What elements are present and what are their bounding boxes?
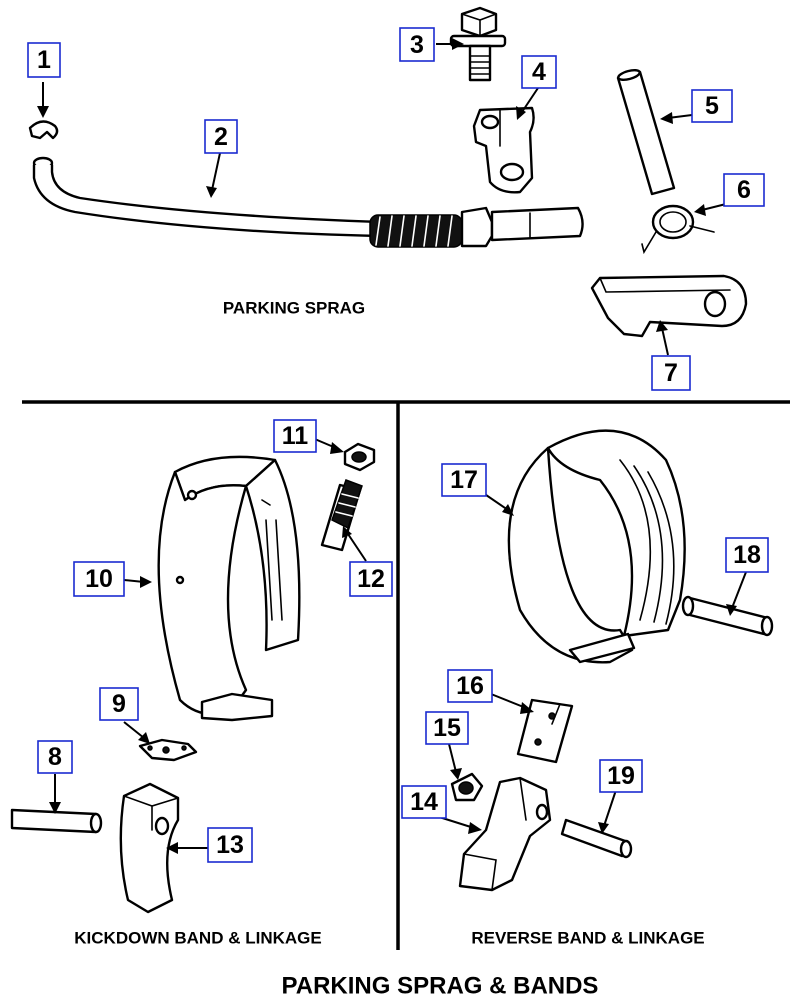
part-19-pin [560, 818, 633, 859]
svg-text:14: 14 [410, 788, 438, 816]
callout-5: 5 [691, 89, 733, 123]
svg-text:11: 11 [282, 422, 309, 450]
callouts: 1 2 3 4 5 6 7 8 9 10 11 12 13 14 15 16 1… [27, 27, 769, 863]
callout-10: 10 [73, 561, 125, 597]
callout-15: 15 [425, 711, 469, 745]
part-8-pin [10, 808, 103, 834]
part-4-bracket [472, 106, 535, 194]
leader-arrows [37, 38, 747, 854]
part-15-bushing [450, 772, 484, 802]
rod-spring [369, 214, 463, 248]
svg-text:9: 9 [112, 690, 126, 718]
callout-18: 18 [725, 537, 769, 573]
page-title: PARKING SPRAG & BANDS [282, 973, 599, 1000]
caption-reverse: REVERSE BAND & LINKAGE [471, 929, 704, 948]
svg-text:15: 15 [433, 714, 461, 742]
svg-text:13: 13 [216, 831, 244, 859]
callout-12: 12 [349, 561, 393, 597]
part-14-reverse-lever [458, 776, 552, 892]
callout-1: 1 [27, 42, 61, 78]
svg-text:2: 2 [214, 123, 228, 151]
part-11-nut [343, 442, 376, 472]
part-3-bolt [449, 6, 507, 82]
part-2-sprag-rod [32, 156, 584, 248]
svg-text:16: 16 [456, 672, 484, 700]
callout-3: 3 [399, 27, 435, 62]
part-12-adjusting-screw [320, 479, 363, 552]
callout-8: 8 [37, 740, 73, 774]
svg-text:1: 1 [37, 46, 51, 74]
svg-text:18: 18 [733, 541, 761, 569]
svg-text:7: 7 [664, 359, 678, 387]
svg-text:12: 12 [357, 565, 385, 593]
part-6-spring [641, 204, 715, 255]
part-9-strut [138, 738, 198, 762]
callout-7: 7 [651, 355, 691, 391]
svg-text:8: 8 [48, 743, 62, 771]
part-10-kickdown-band [157, 455, 301, 722]
svg-text:3: 3 [410, 31, 424, 59]
callout-16: 16 [447, 669, 493, 703]
callout-14: 14 [401, 785, 447, 819]
svg-text:6: 6 [737, 176, 751, 204]
part-18-pin [681, 595, 774, 637]
part-17-reverse-band [507, 429, 686, 664]
part-13-lever [119, 782, 180, 914]
part-5-pin [616, 69, 676, 196]
callout-9: 9 [99, 687, 139, 721]
part-7-pawl [590, 274, 748, 338]
svg-text:5: 5 [705, 92, 719, 120]
callout-17: 17 [441, 463, 487, 497]
callout-6: 6 [723, 173, 765, 207]
svg-text:10: 10 [85, 565, 113, 593]
part-1-e-clip [28, 120, 59, 140]
svg-text:17: 17 [450, 466, 478, 494]
caption-parking-sprag: PARKING SPRAG [223, 299, 365, 318]
svg-text:19: 19 [607, 762, 635, 790]
caption-kickdown: KICKDOWN BAND & LINKAGE [74, 929, 321, 948]
callout-13: 13 [207, 827, 253, 863]
section-dividers [22, 400, 790, 950]
part-16-strut [516, 698, 574, 764]
callout-11: 11 [273, 419, 317, 453]
callout-19: 19 [599, 759, 643, 793]
callout-2: 2 [204, 119, 238, 154]
svg-text:4: 4 [532, 58, 546, 86]
callout-4: 4 [521, 55, 557, 89]
